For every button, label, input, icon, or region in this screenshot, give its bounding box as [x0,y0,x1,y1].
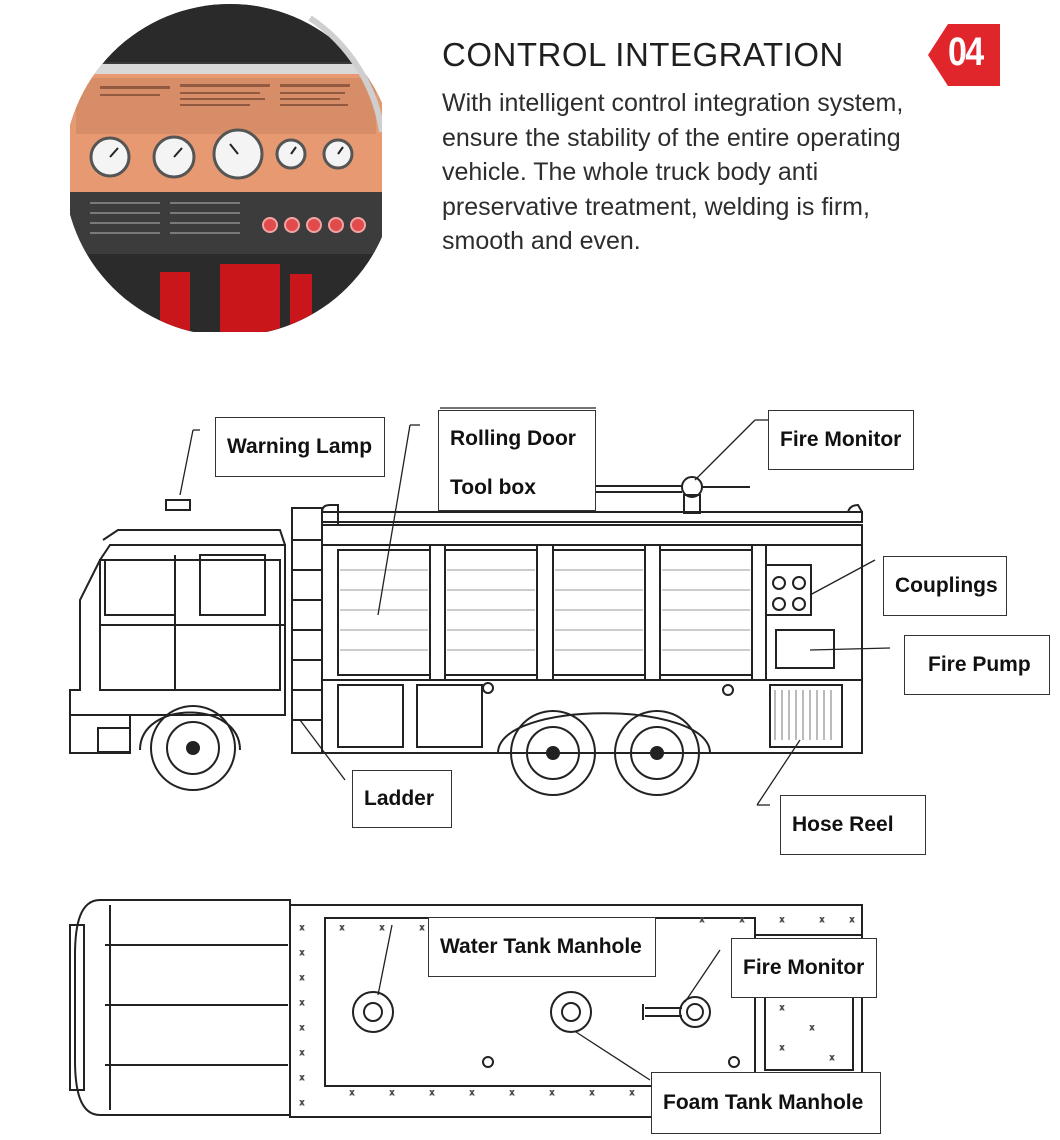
svg-text:x: x [780,915,784,924]
svg-text:x: x [380,923,384,932]
svg-text:x: x [300,1023,304,1032]
svg-text:x: x [700,915,704,924]
rolling-doors [337,545,767,680]
svg-text:x: x [300,1073,304,1082]
svg-text:x: x [630,1088,634,1097]
svg-text:x: x [300,1098,304,1107]
label-water-tank-manhole: Water Tank Manhole [428,917,656,977]
label-foam-tank-manhole: Foam Tank Manhole [651,1072,881,1134]
svg-text:x: x [300,998,304,1007]
svg-text:x: x [740,915,744,924]
svg-text:x: x [590,1088,594,1097]
svg-text:x: x [810,1023,814,1032]
svg-text:x: x [820,915,824,924]
svg-text:x: x [510,1088,514,1097]
panel-buttons [262,217,366,233]
truck-side-view [69,407,891,806]
svg-text:x: x [350,1088,354,1097]
svg-text:x: x [300,1048,304,1057]
label-fire-monitor-side: Fire Monitor [768,410,914,470]
svg-text:x: x [850,915,854,924]
svg-text:x: x [390,1088,394,1097]
label-fire-pump: Fire Pump [904,635,1050,695]
section-number: 04 [948,30,984,74]
svg-text:x: x [340,923,344,932]
label-hose-reel: Hose Reel [780,795,926,855]
label-rolling-door: Rolling Door [438,410,596,466]
label-ladder: Ladder [352,770,452,828]
svg-text:x: x [300,923,304,932]
svg-text:x: x [780,1043,784,1052]
svg-text:x: x [300,948,304,957]
section-description: With intelligent control integration sys… [442,89,904,255]
control-panel-photo [70,4,382,332]
label-couplings: Couplings [883,556,1007,616]
section-title: CONTROL INTEGRATION [442,36,844,73]
label-tool-box: Tool box [438,466,596,511]
svg-text:x: x [470,1088,474,1097]
svg-text:x: x [430,1088,434,1097]
label-warning-lamp: Warning Lamp [215,417,385,477]
svg-text:x: x [420,923,424,932]
label-fire-monitor-top: Fire Monitor [731,938,877,998]
svg-text:x: x [830,1053,834,1062]
svg-text:x: x [780,1003,784,1012]
svg-text:x: x [550,1088,554,1097]
svg-text:x: x [300,973,304,982]
section-number-badge [928,24,1000,86]
